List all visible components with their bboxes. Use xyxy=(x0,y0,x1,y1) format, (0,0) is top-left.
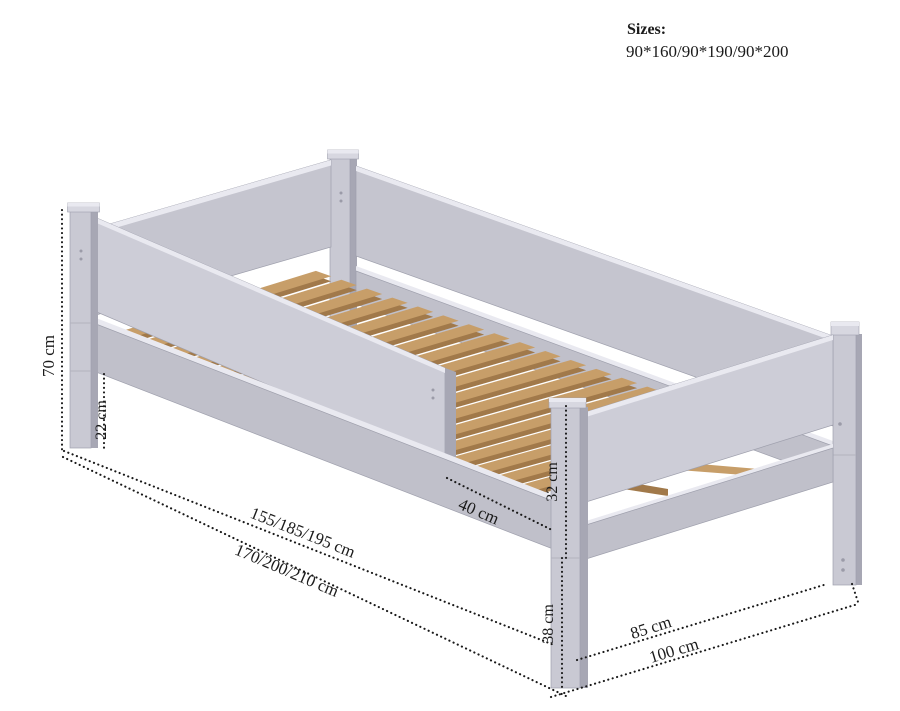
dim-foot-leg-label: 38 cm xyxy=(540,604,557,644)
post-head-near xyxy=(67,202,100,449)
bed-illustration xyxy=(67,149,862,689)
dim-post-height-label: 70 cm xyxy=(39,335,58,377)
dim-inner-width-label: 85 cm xyxy=(628,612,674,643)
dim-rail-section-label: 32 cm xyxy=(544,462,561,502)
dimension-lines xyxy=(60,208,860,699)
sizes-label: Sizes: xyxy=(627,21,666,38)
dim-overall-width-label: 100 cm xyxy=(647,634,701,667)
dim-line-170cm xyxy=(61,455,570,699)
dim-line-155cm xyxy=(62,449,556,647)
dim-line-100cm xyxy=(549,602,860,699)
dim-line-85cm xyxy=(575,582,829,662)
dim-clearance-label: 22 cm xyxy=(93,400,110,440)
sizes-value: 90*160/90*190/90*200 xyxy=(626,42,788,61)
post-foot-near xyxy=(548,397,588,689)
dim-line-40cm xyxy=(445,476,554,532)
dim-connector-right xyxy=(850,582,860,604)
slat-top-face xyxy=(415,386,663,458)
post-foot-far xyxy=(830,321,862,586)
